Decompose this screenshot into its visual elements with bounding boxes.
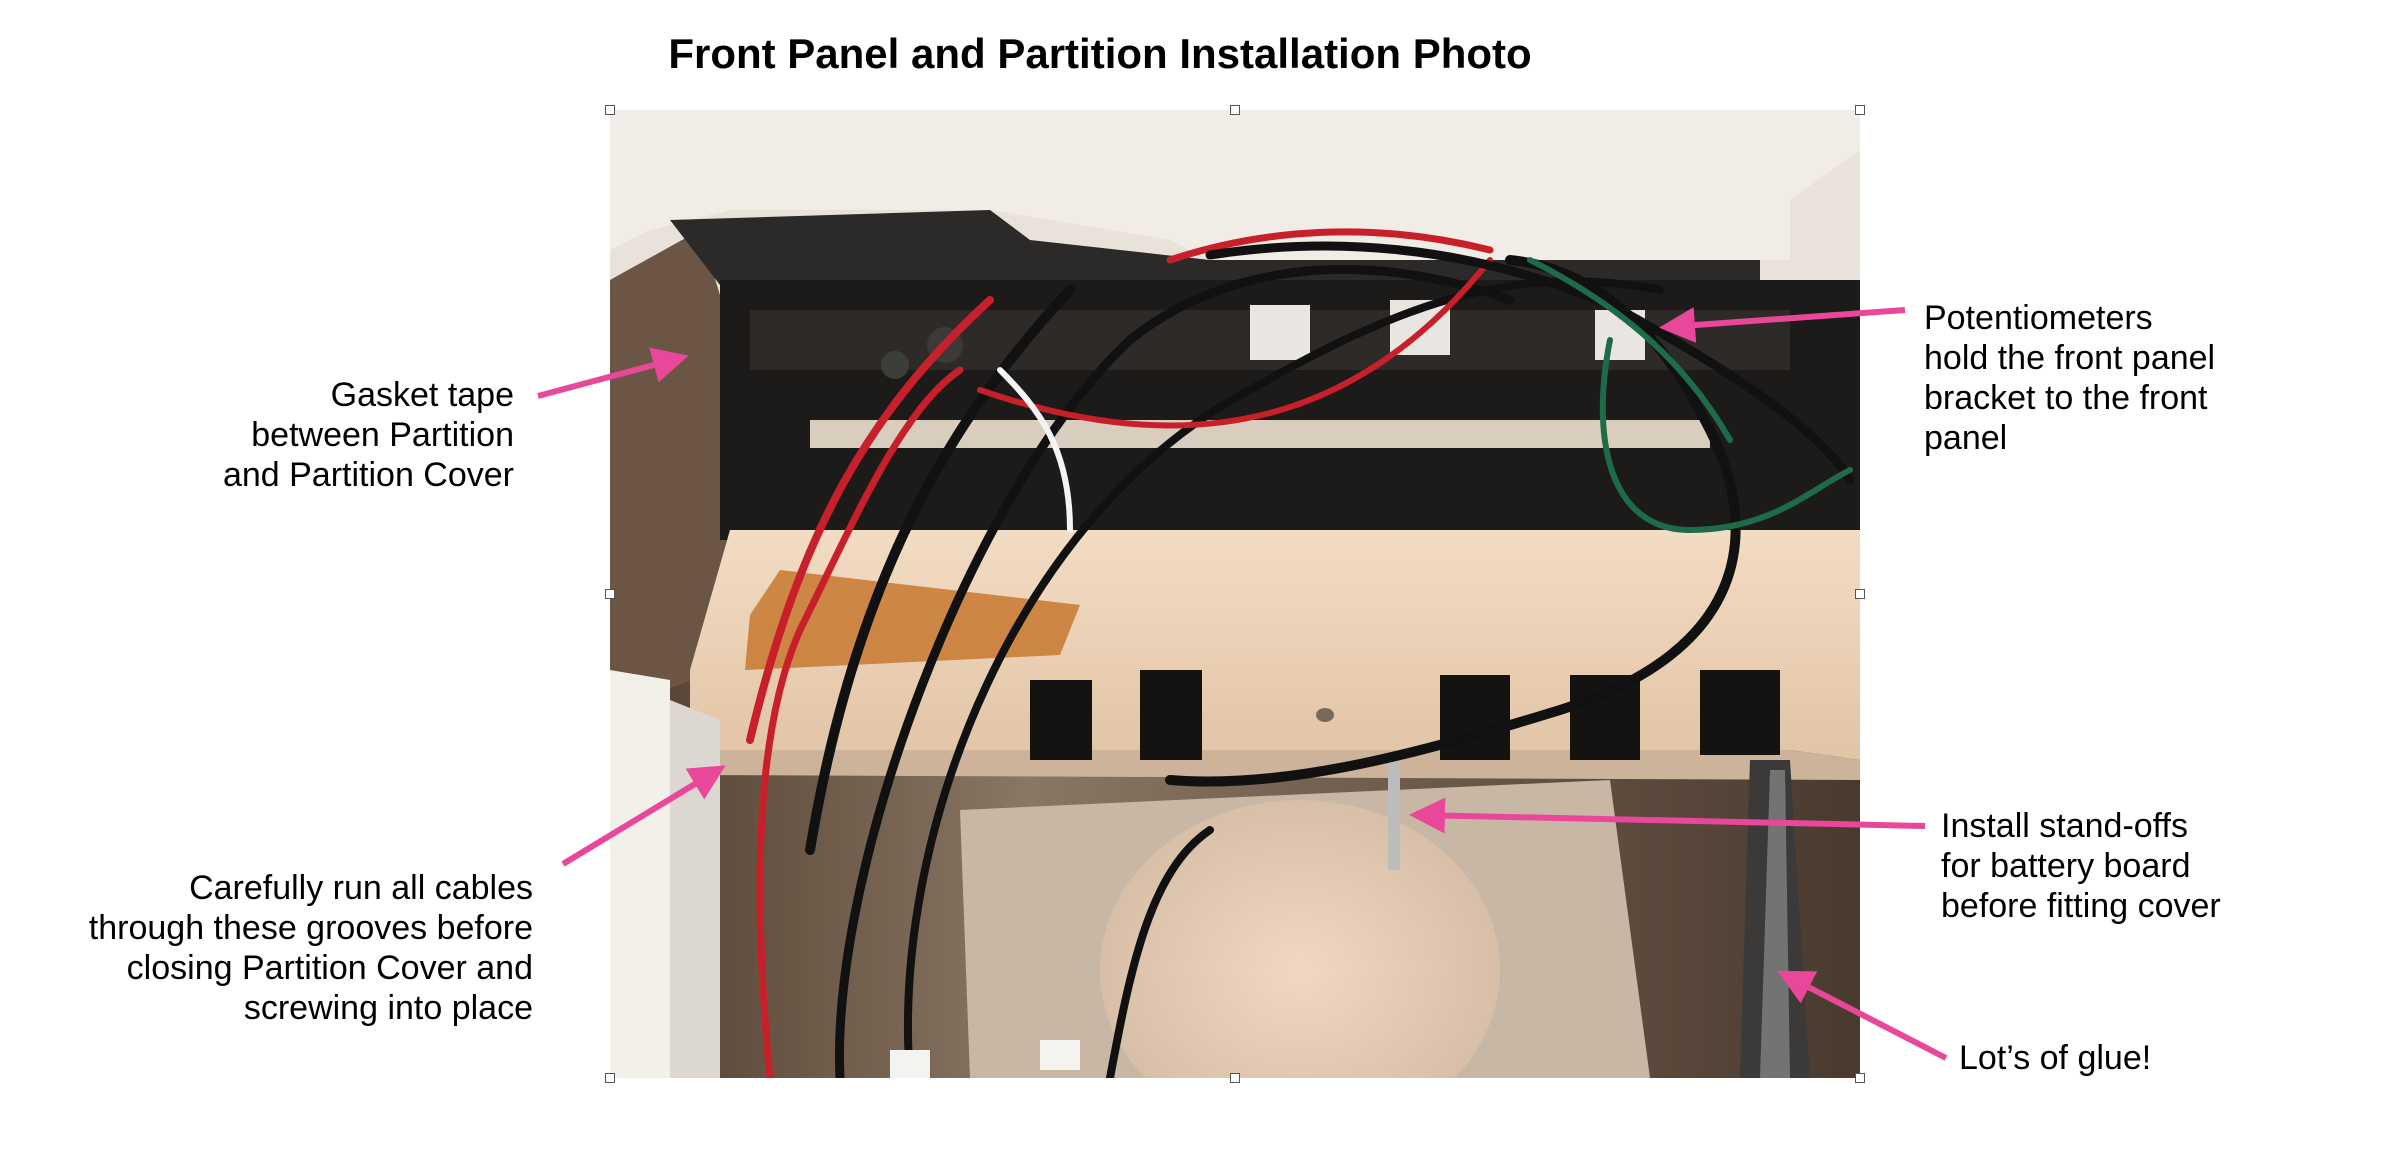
page-title: Front Panel and Partition Installation P… xyxy=(668,30,1532,77)
annotation-line: Carefully run all cables xyxy=(189,869,533,907)
annotation-line: through these grooves before xyxy=(88,909,533,947)
resize-handle-middle-right[interactable] xyxy=(1855,589,1865,599)
annotation-line: between Partition xyxy=(251,416,514,454)
annotation-glue: Lot’s of glue! xyxy=(1959,1038,2151,1078)
annotation-line: Lot’s of glue! xyxy=(1959,1039,2152,1077)
annotation-line: screwing into place xyxy=(243,989,533,1027)
resize-handle-bottom-center[interactable] xyxy=(1230,1073,1240,1083)
resize-handle-bottom-right[interactable] xyxy=(1855,1073,1865,1083)
annotation-gasket-tape: Gasket tape between Partition and Partit… xyxy=(223,375,514,495)
enclosure-interior-photo[interactable] xyxy=(605,105,1865,1083)
annotation-line: Potentiometers xyxy=(1924,299,2153,337)
photo-illustration xyxy=(610,110,1860,1078)
annotation-line: bracket to the front xyxy=(1924,379,2208,417)
annotation-line: and Partition Cover xyxy=(222,456,514,494)
annotation-line: Install stand-offs xyxy=(1941,807,2188,845)
resize-handle-bottom-left[interactable] xyxy=(605,1073,615,1083)
annotation-line: Gasket tape xyxy=(330,376,514,414)
annotation-line: panel xyxy=(1924,419,2008,457)
resize-handle-top-left[interactable] xyxy=(605,105,615,115)
annotation-cable-grooves: Carefully run all cables through these g… xyxy=(89,868,533,1028)
annotation-line: for battery board xyxy=(1941,847,2191,885)
annotation-potentiometers: Potentiometers hold the front panel brac… xyxy=(1924,298,2215,458)
resize-handle-top-right[interactable] xyxy=(1855,105,1865,115)
annotation-line: before fitting cover xyxy=(1941,887,2221,925)
annotation-line: closing Partition Cover and xyxy=(126,949,533,987)
annotation-standoffs: Install stand-offs for battery board bef… xyxy=(1941,806,2221,926)
resize-handle-middle-left[interactable] xyxy=(605,589,615,599)
annotation-line: hold the front panel xyxy=(1924,339,2216,377)
resize-handle-top-center[interactable] xyxy=(1230,105,1240,115)
